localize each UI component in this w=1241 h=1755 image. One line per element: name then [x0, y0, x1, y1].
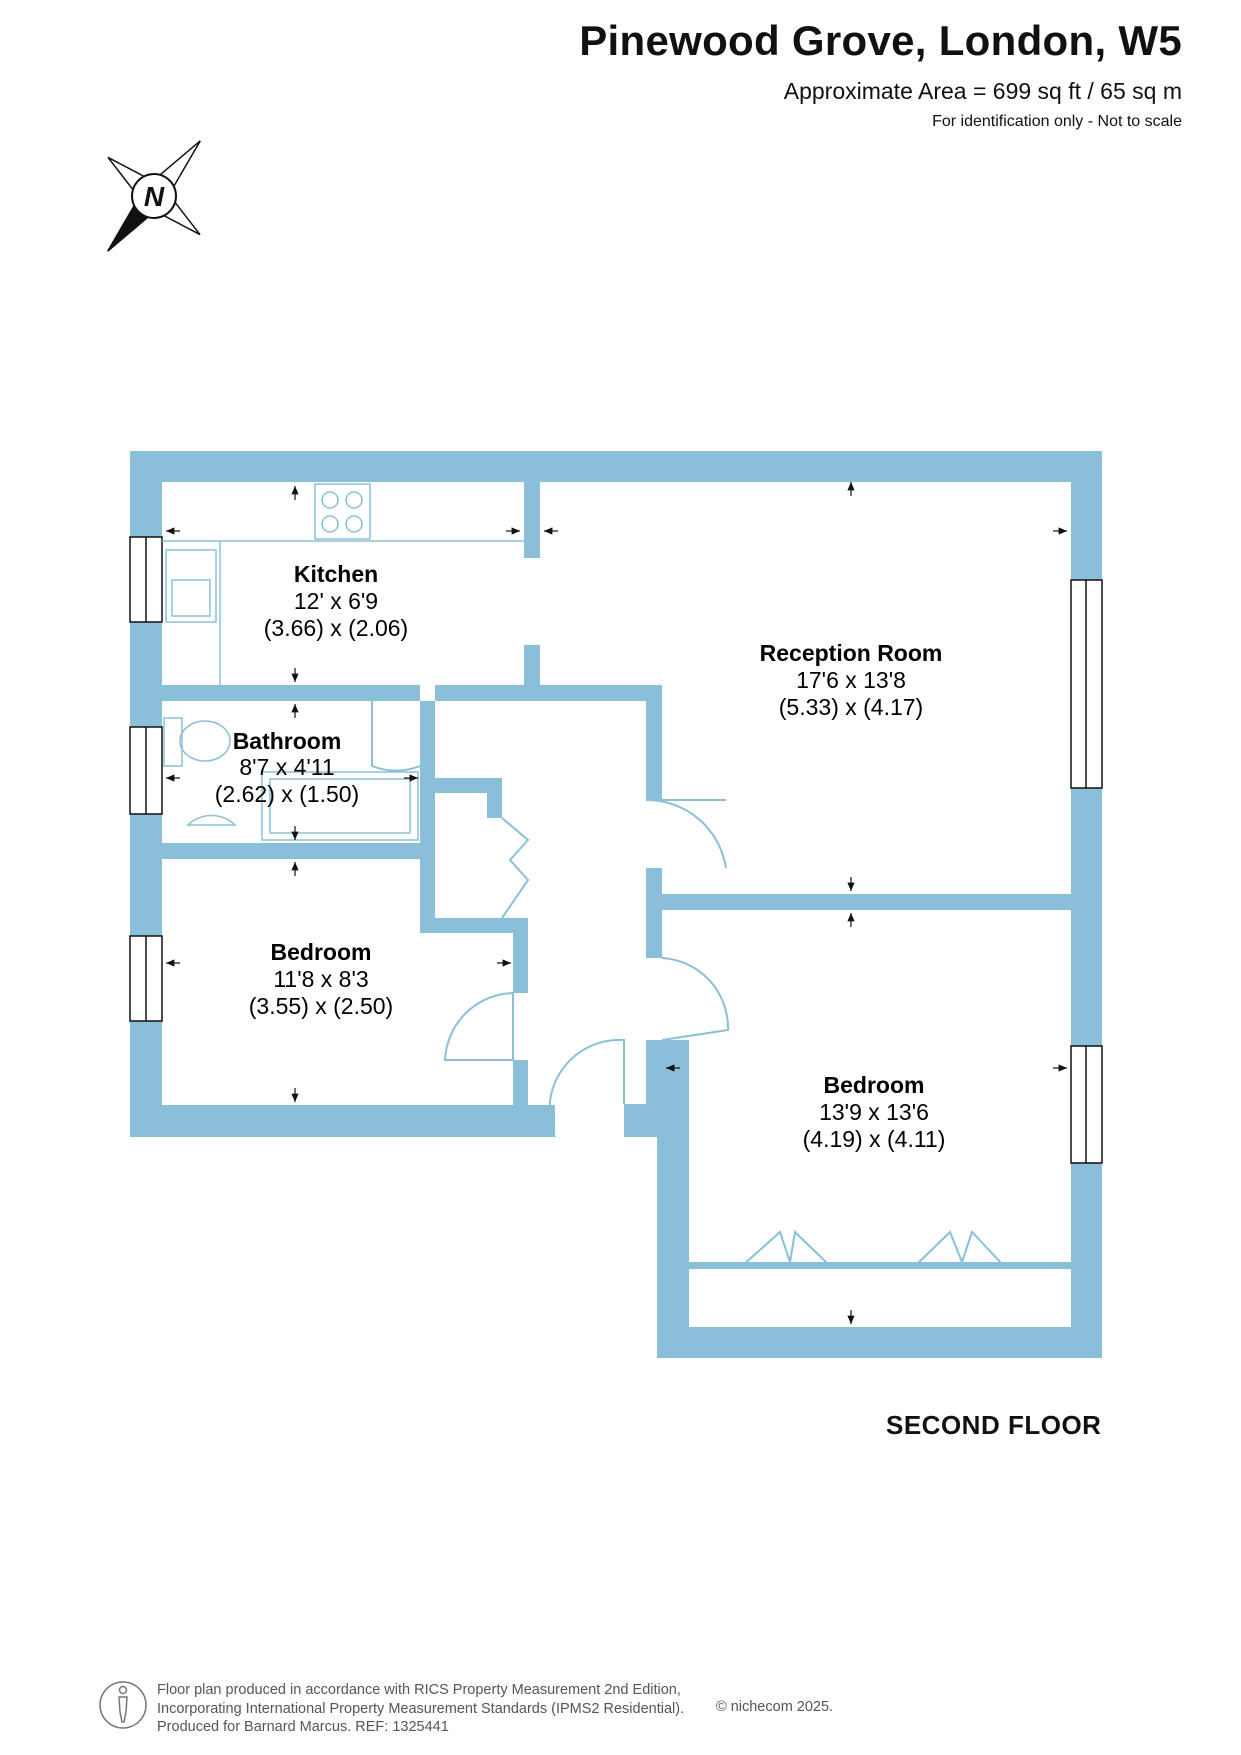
room-imperial: 12' x 6'9 [294, 588, 378, 614]
floor-label: SECOND FLOOR [886, 1410, 1102, 1440]
footer-line-3: Produced for Barnard Marcus. REF: 132544… [157, 1719, 449, 1735]
measurement-arrows [166, 482, 1067, 1324]
north-compass-icon: N [107, 140, 201, 252]
room-metric: (4.19) x (4.11) [803, 1126, 946, 1152]
room-imperial: 17'6 x 13'8 [796, 667, 906, 693]
room-label-kitchen: Kitchen 12' x 6'9 (3.66) x (2.06) [264, 561, 408, 641]
room-label-bathroom: Bathroom 8'7 x 4'11 (2.62) x (1.50) [215, 728, 359, 807]
windows [129, 536, 1103, 1164]
room-metric: (2.62) x (1.50) [215, 781, 359, 807]
identification-note: For identification only - Not to scale [932, 113, 1182, 131]
footer-notes: Floor plan produced in accordance with R… [157, 1681, 684, 1737]
room-imperial: 11'8 x 8'3 [273, 966, 368, 992]
room-name: Kitchen [294, 561, 378, 587]
room-name: Bathroom [233, 728, 342, 754]
copyright: © nichecom 2025. [716, 1699, 834, 1715]
page-title: Pinewood Grove, London, W5 [579, 17, 1182, 64]
room-imperial: 13'9 x 13'6 [819, 1099, 929, 1125]
person-icon [99, 1681, 147, 1729]
room-label-bedroom-1: Bedroom 11'8 x 8'3 (3.55) x (2.50) [249, 939, 393, 1019]
doors [371, 701, 1071, 1267]
bath-icon [261, 771, 419, 841]
room-label-reception: Reception Room 17'6 x 13'8 (5.33) x (4.1… [760, 640, 943, 720]
bathroom-fittings [163, 717, 419, 841]
footer-line-2: Incorporating International Property Mea… [157, 1700, 685, 1717]
room-name: Reception Room [760, 640, 943, 666]
footer-line-1: Floor plan produced in accordance with R… [157, 1682, 681, 1698]
approximate-area: Approximate Area = 699 sq ft / 65 sq m [783, 78, 1182, 105]
room-name: Bedroom [824, 1072, 925, 1098]
basin-icon [186, 814, 237, 826]
header: Pinewood Grove, London, W5 Approximate A… [579, 17, 1182, 131]
room-name: Bedroom [271, 939, 372, 965]
room-metric: (3.55) x (2.50) [249, 993, 393, 1019]
hob-icon [314, 483, 371, 540]
room-imperial: 8'7 x 4'11 [239, 754, 334, 780]
walls [130, 451, 1102, 1358]
room-label-bedroom-2: Bedroom 13'9 x 13'6 (4.19) x (4.11) [803, 1072, 946, 1152]
kitchen-fittings [162, 483, 524, 685]
compass-letter: N [144, 181, 165, 212]
toilet-icon [163, 717, 183, 767]
sink-icon [165, 549, 217, 623]
room-metric: (5.33) x (4.17) [779, 694, 923, 720]
room-metric: (3.66) x (2.06) [264, 615, 408, 641]
